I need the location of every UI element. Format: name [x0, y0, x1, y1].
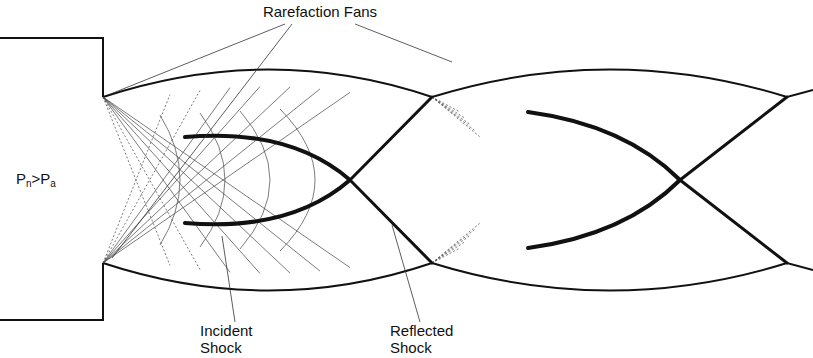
incident-shock [528, 112, 680, 180]
fan-ray [103, 97, 350, 268]
fan-ray [432, 97, 470, 125]
leader-line [392, 225, 420, 322]
jet-boundary [103, 70, 432, 98]
pressure-label: Pn>Pa [16, 170, 86, 192]
label-char: P [40, 170, 50, 187]
fan-ray [103, 89, 320, 263]
leader-line [355, 24, 452, 62]
reflected-shock [350, 97, 432, 180]
rarefaction-fan [103, 87, 480, 274]
nozzle-wall [0, 38, 103, 97]
reflected-shock-label: Reflected Shock [390, 322, 470, 356]
jet-boundary [103, 70, 813, 291]
leader-line [112, 24, 292, 258]
fan-ray [103, 88, 230, 263]
fan-wave [200, 113, 225, 247]
nozzle-wall [0, 263, 103, 320]
incident-shock [185, 136, 350, 180]
fan-ray [103, 97, 200, 270]
rarefaction-label: Rarefaction Fans [245, 3, 395, 20]
incident-shock-label: Incident Shock [200, 322, 275, 356]
leader-line [108, 24, 452, 322]
jet-boundary [432, 70, 813, 98]
reflected-shock [680, 97, 787, 180]
leader-line [108, 24, 285, 95]
fan-ray [103, 97, 320, 271]
fan-ray [103, 90, 200, 263]
fan-ray [432, 236, 470, 264]
fan-ray [103, 87, 290, 263]
fan-wave [160, 115, 180, 245]
fan-wave [280, 109, 315, 251]
label-char: a [50, 178, 56, 189]
fan-ray [432, 248, 460, 263]
shock [185, 97, 787, 263]
incident-shock [528, 180, 680, 248]
label-char: n [26, 178, 32, 189]
fan-ray [103, 97, 290, 273]
fan-ray [432, 97, 480, 137]
label-char: P [16, 170, 26, 187]
fan-ray [432, 97, 460, 112]
incident-shock [185, 180, 350, 224]
fan-wave [240, 111, 270, 249]
reflected-shock [680, 180, 787, 263]
jet-boundary [432, 263, 813, 291]
jet-boundary [103, 263, 432, 291]
reflected-shock [350, 180, 432, 263]
fan-ray [103, 97, 230, 272]
leader-line [222, 236, 235, 322]
nozzle-wall [0, 38, 103, 320]
label-char: > [32, 170, 41, 187]
fan-ray [432, 223, 480, 263]
fan-ray [103, 92, 350, 263]
